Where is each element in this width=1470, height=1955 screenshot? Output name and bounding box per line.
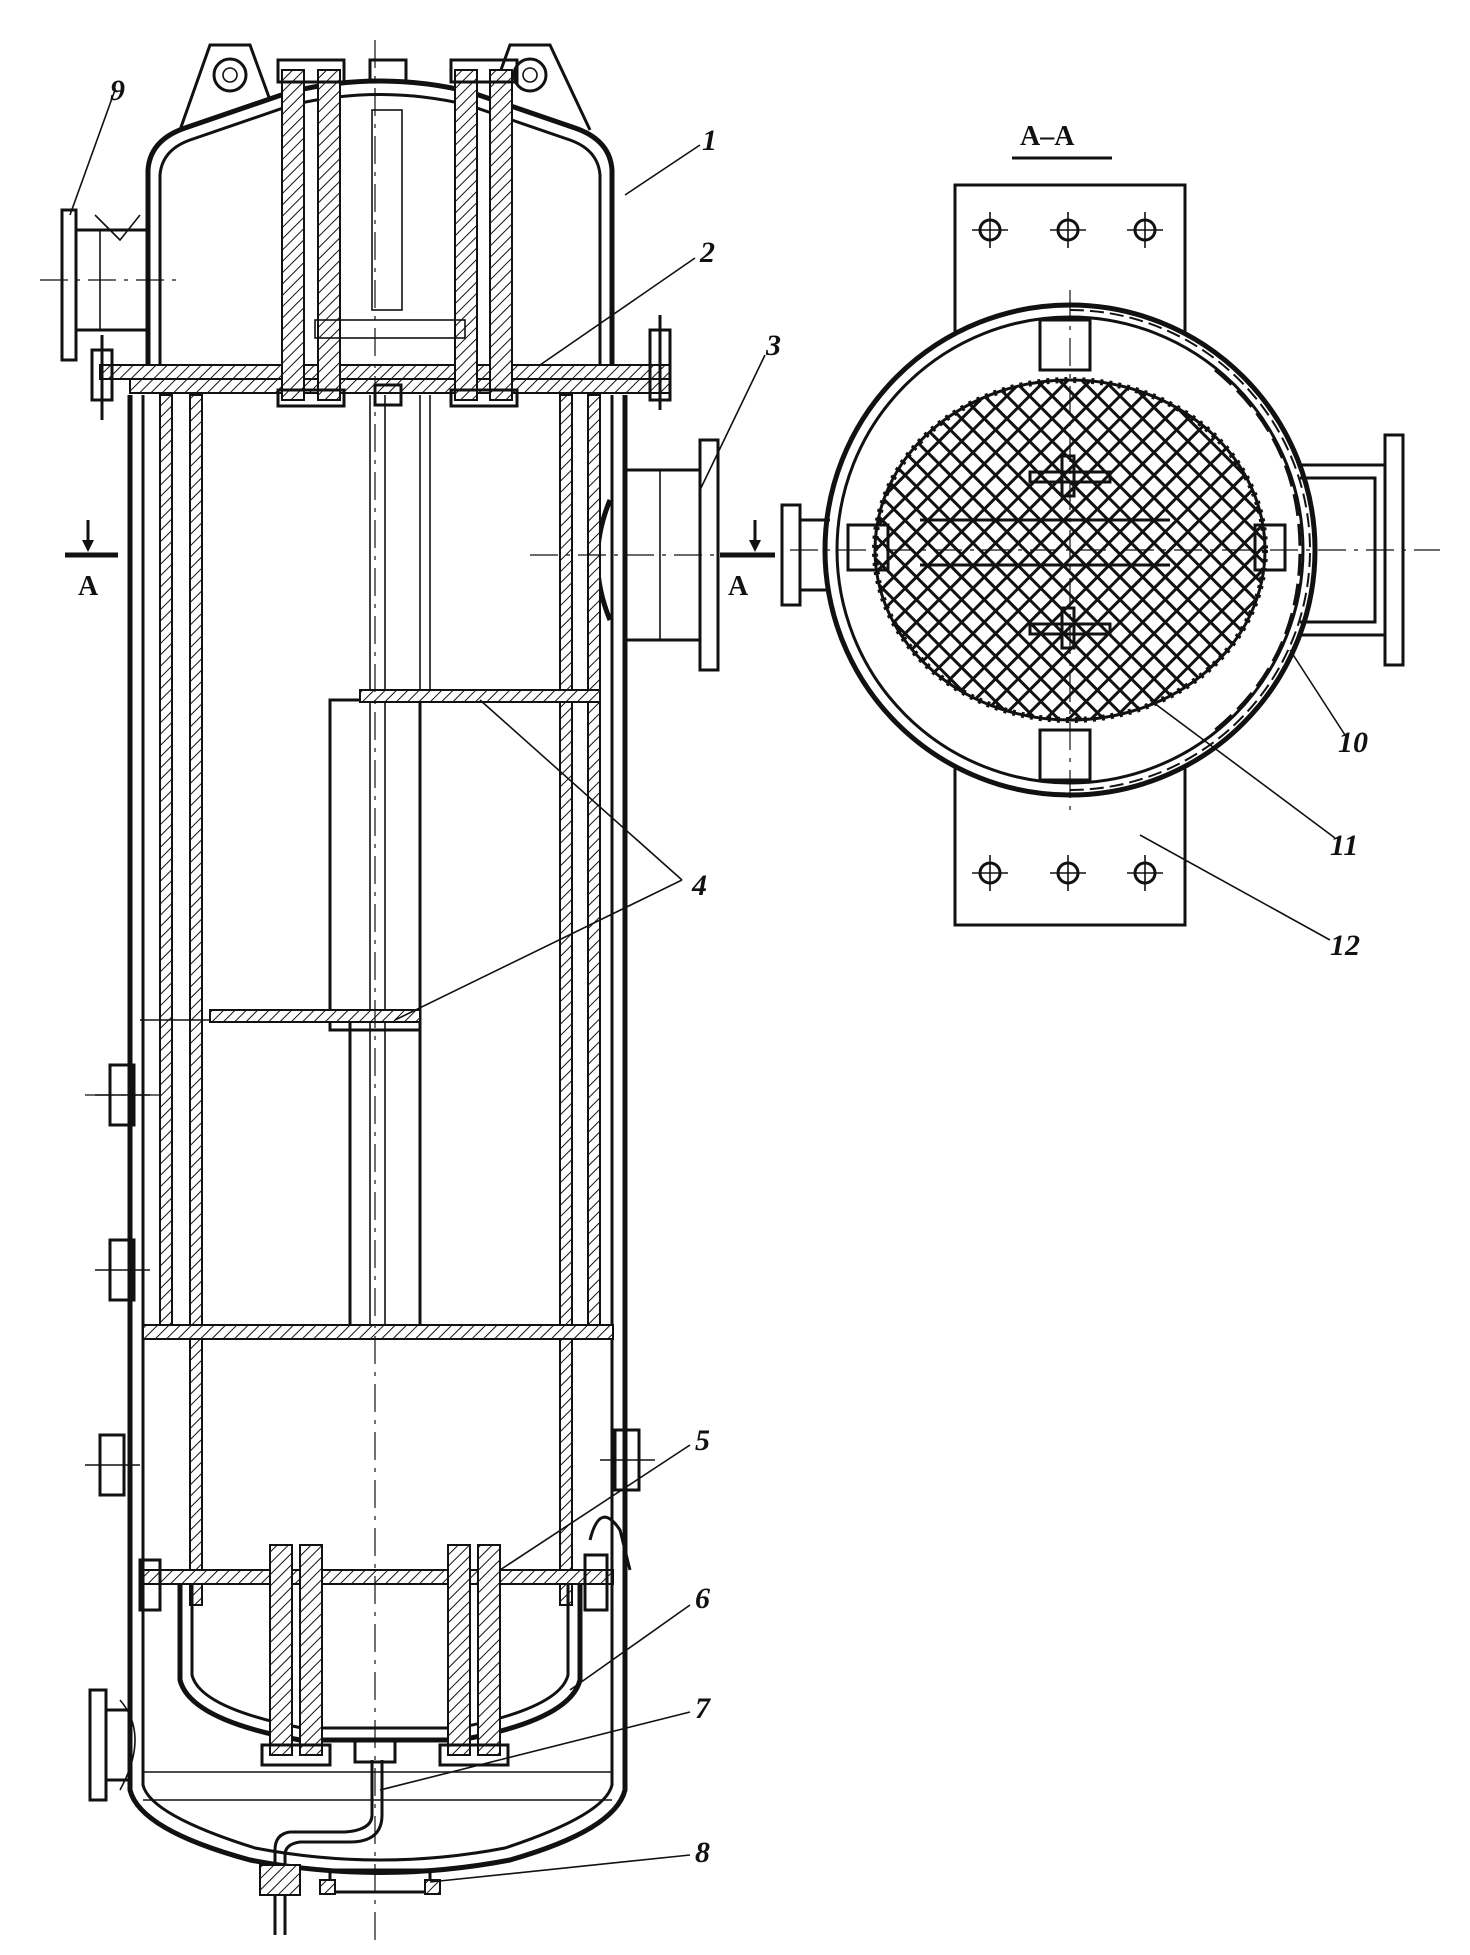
callout-7: 7 xyxy=(695,1692,711,1725)
bottom-tube-sheet xyxy=(138,1515,632,1612)
top-cover xyxy=(145,43,615,365)
left-clip xyxy=(846,523,890,572)
tube-bundle xyxy=(159,394,601,1606)
bottom-clip xyxy=(1038,728,1092,782)
callout-10: 10 xyxy=(1338,726,1368,759)
top-studs xyxy=(276,58,519,408)
shell xyxy=(127,395,628,1570)
callout-2: 2 xyxy=(699,236,715,269)
callout-5: 5 xyxy=(695,1424,710,1457)
callout-12: 12 xyxy=(1330,929,1360,962)
partition-outline xyxy=(1214,368,1302,732)
lower-partition xyxy=(142,1324,614,1340)
support-holes xyxy=(972,212,1163,891)
section-cut-left: A xyxy=(65,520,118,602)
top-clip xyxy=(1038,318,1092,372)
callout-4: 4 xyxy=(691,869,707,902)
cross-section-a-a: A–A xyxy=(780,121,1440,927)
top-side-nozzle xyxy=(60,208,150,362)
section-cut-right: A xyxy=(720,520,775,602)
callout-9: 9 xyxy=(110,74,125,107)
callout-11: 11 xyxy=(1330,829,1358,862)
cut-mark-left: A xyxy=(78,571,99,602)
callouts: 1 2 3 4 5 6 7 8 9 10 11 12 xyxy=(69,74,1368,1883)
callout-3: 3 xyxy=(765,329,781,362)
bottom-side-nozzle xyxy=(88,1688,136,1802)
section-title: A–A xyxy=(1020,121,1075,152)
inner-bottom-head xyxy=(177,1544,583,1767)
right-clip xyxy=(1253,523,1287,572)
callout-1: 1 xyxy=(702,124,717,157)
callout-8: 8 xyxy=(695,1836,710,1869)
outer-bottom-head xyxy=(127,1570,628,1935)
longitudinal-section xyxy=(40,40,760,1940)
section-left-nozzle xyxy=(780,503,802,607)
callout-6: 6 xyxy=(695,1582,710,1615)
cut-mark-right: A xyxy=(728,571,749,602)
